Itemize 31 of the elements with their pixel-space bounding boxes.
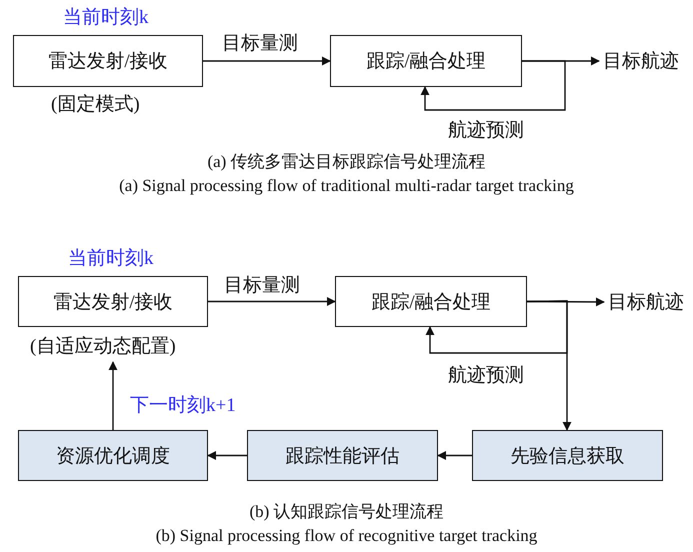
arrow (207, 451, 247, 460)
process-box (13, 35, 203, 87)
mode-label: (固定模式) (51, 93, 140, 117)
arrow (437, 451, 472, 460)
box-label: 跟踪性能评估 (284, 444, 400, 468)
box-label: 雷达发射/接收 (47, 50, 169, 74)
box-label: 跟踪/融合处理 (365, 50, 487, 74)
process-box (18, 276, 208, 327)
time-label: 当前时刻k (68, 247, 154, 271)
mode-label: (自适应动态配置) (30, 335, 176, 359)
process-box (472, 430, 663, 481)
process-box (247, 430, 438, 481)
arrow (527, 300, 572, 431)
output-label: 目标航迹 (608, 289, 684, 315)
output-label: 目标航迹 (603, 48, 679, 74)
caption: (a) Signal processing flow of traditional multi-radar target tracking (118, 176, 575, 196)
time-label: 当前时刻k (63, 6, 148, 30)
box-label: 先验信息获取 (510, 444, 626, 468)
caption: (a) 传统多雷达目标跟踪信号处理流程 (206, 151, 487, 173)
box-label: 资源优化调度 (55, 444, 171, 468)
process-box (335, 276, 527, 327)
arrow (203, 56, 331, 66)
arrow (208, 297, 336, 306)
arrow (108, 361, 118, 430)
process-box (18, 430, 208, 481)
box-label: 跟踪/融合处理 (370, 290, 492, 314)
box-label: 雷达发射/接收 (52, 290, 174, 314)
caption: (b) 认知跟踪信号处理流程 (248, 501, 445, 523)
process-box (330, 35, 522, 87)
arrow (420, 60, 566, 111)
caption: (b) Signal processing flow of recognitive target tracking (154, 526, 538, 546)
